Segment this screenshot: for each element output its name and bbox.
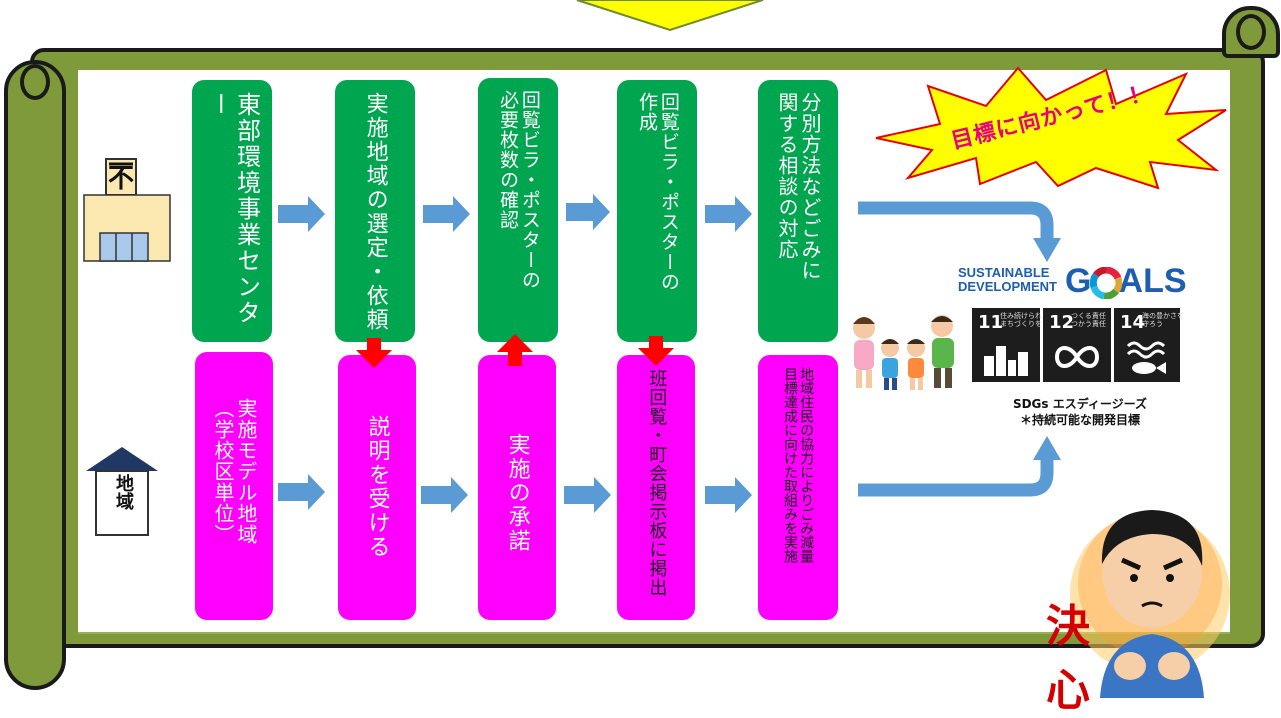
flow-step-bottom-3: 実施の承諾 bbox=[478, 355, 556, 620]
sdg-goal-14-tile: 14 海の豊かさを 守ろう bbox=[1114, 308, 1184, 382]
sdgs-caption-line2: ＊持続可能な開発目標 bbox=[1019, 413, 1140, 428]
scroll-right-curl bbox=[1236, 14, 1266, 50]
flow-step-top-1-label: 東部環境事業センター bbox=[205, 92, 261, 326]
flow-step-bottom-2: 説明を受ける bbox=[338, 355, 416, 620]
sdg-goal-14-caption: 海の豊かさを 守ろう bbox=[1142, 312, 1184, 328]
flow-step-bottom-1: 実施モデル地域 （学校区単位） bbox=[195, 352, 273, 620]
flow-step-top-4: 回覧ビラ・ポスターの 作成 bbox=[617, 80, 697, 342]
flow-step-top-5-label: 分別方法などごみに 関する相談の対応 bbox=[775, 92, 822, 281]
sdg-goal-12-caption: つくる責任 つかう責任 bbox=[1071, 312, 1106, 328]
flow-step-bottom-5-label: 地域住民の協力によりごみ減量 目標達成に向けた取組みを実施 bbox=[782, 367, 815, 563]
sdg-goal-14-number: 14 bbox=[1120, 312, 1146, 333]
infinity-icon bbox=[1054, 346, 1100, 368]
flow-step-top-1: 東部環境事業センター bbox=[192, 80, 272, 342]
sdgs-logo-line1: SUSTAINABLE bbox=[958, 265, 1050, 280]
flow-step-bottom-4-label: 班回覧・町会掲示板に掲出 bbox=[646, 369, 668, 597]
flow-step-top-5: 分別方法などごみに 関する相談の対応 bbox=[758, 80, 838, 342]
flow-step-bottom-3-label: 実施の承諾 bbox=[504, 433, 530, 553]
community-house-icon bbox=[86, 447, 158, 536]
sdg-goal-12-tile: 12 つくる責任 つかう責任 bbox=[1043, 308, 1111, 382]
flow-step-bottom-2-label: 説明を受ける bbox=[364, 415, 390, 559]
sdgs-logo-text: SUSTAINABLE DEVELOPMENT bbox=[958, 266, 1057, 293]
flow-step-bottom-5: 地域住民の協力によりごみ減量 目標達成に向けた取組みを実施 bbox=[758, 355, 838, 620]
sdgs-wheel-icon bbox=[1090, 267, 1122, 299]
flow-step-top-2: 実施地域の選定・依頼 bbox=[335, 80, 415, 342]
flow-step-top-4-label: 回覧ビラ・ポスターの 作成 bbox=[636, 92, 680, 292]
flow-step-top-3-label: 回覧ビラ・ポスターの 必要枚数の確認 bbox=[497, 90, 541, 290]
determined-man-illustration bbox=[1070, 510, 1230, 698]
sdgs-logo-goals: G ALS bbox=[1065, 262, 1187, 300]
community-label: 地域 bbox=[113, 474, 134, 510]
sdgs-caption-line1: SDGs エスディージーズ bbox=[1012, 397, 1148, 411]
sdgs-logo-line2: DEVELOPMENT bbox=[958, 278, 1057, 294]
sdg-goal-11-number: 11 bbox=[978, 312, 1004, 333]
flow-step-top-2-label: 実施地域の選定・依頼 bbox=[362, 92, 388, 332]
sdg-goal-11-tile: 11 住み続けられる まちづくりを bbox=[972, 308, 1049, 382]
flow-step-bottom-1-label: 実施モデル地域 （学校区単位） bbox=[211, 398, 258, 545]
sdgs-caption: SDGs エスディージーズ ＊持続可能な開発目標 bbox=[990, 396, 1170, 428]
sdg-goal-12-number: 12 bbox=[1049, 312, 1075, 333]
goal-starburst bbox=[875, 66, 1227, 190]
flow-step-top-3: 回覧ビラ・ポスターの 必要枚数の確認 bbox=[478, 78, 558, 342]
scroll-left-curl bbox=[20, 64, 50, 100]
sdg-goal-11-caption: 住み続けられる まちづくりを bbox=[1000, 312, 1049, 328]
city-icon bbox=[984, 346, 1028, 376]
fish-wave-icon bbox=[1126, 341, 1166, 374]
resolve-text: 決心 bbox=[1046, 601, 1150, 716]
facility-building-icon: 不 bbox=[83, 158, 171, 262]
flow-step-bottom-4: 班回覧・町会掲示板に掲出 bbox=[617, 355, 695, 620]
scroll-left-roll bbox=[4, 60, 66, 690]
svg-text:不: 不 bbox=[108, 164, 134, 194]
family-illustration bbox=[853, 315, 954, 390]
top-down-arrow bbox=[576, 0, 764, 32]
